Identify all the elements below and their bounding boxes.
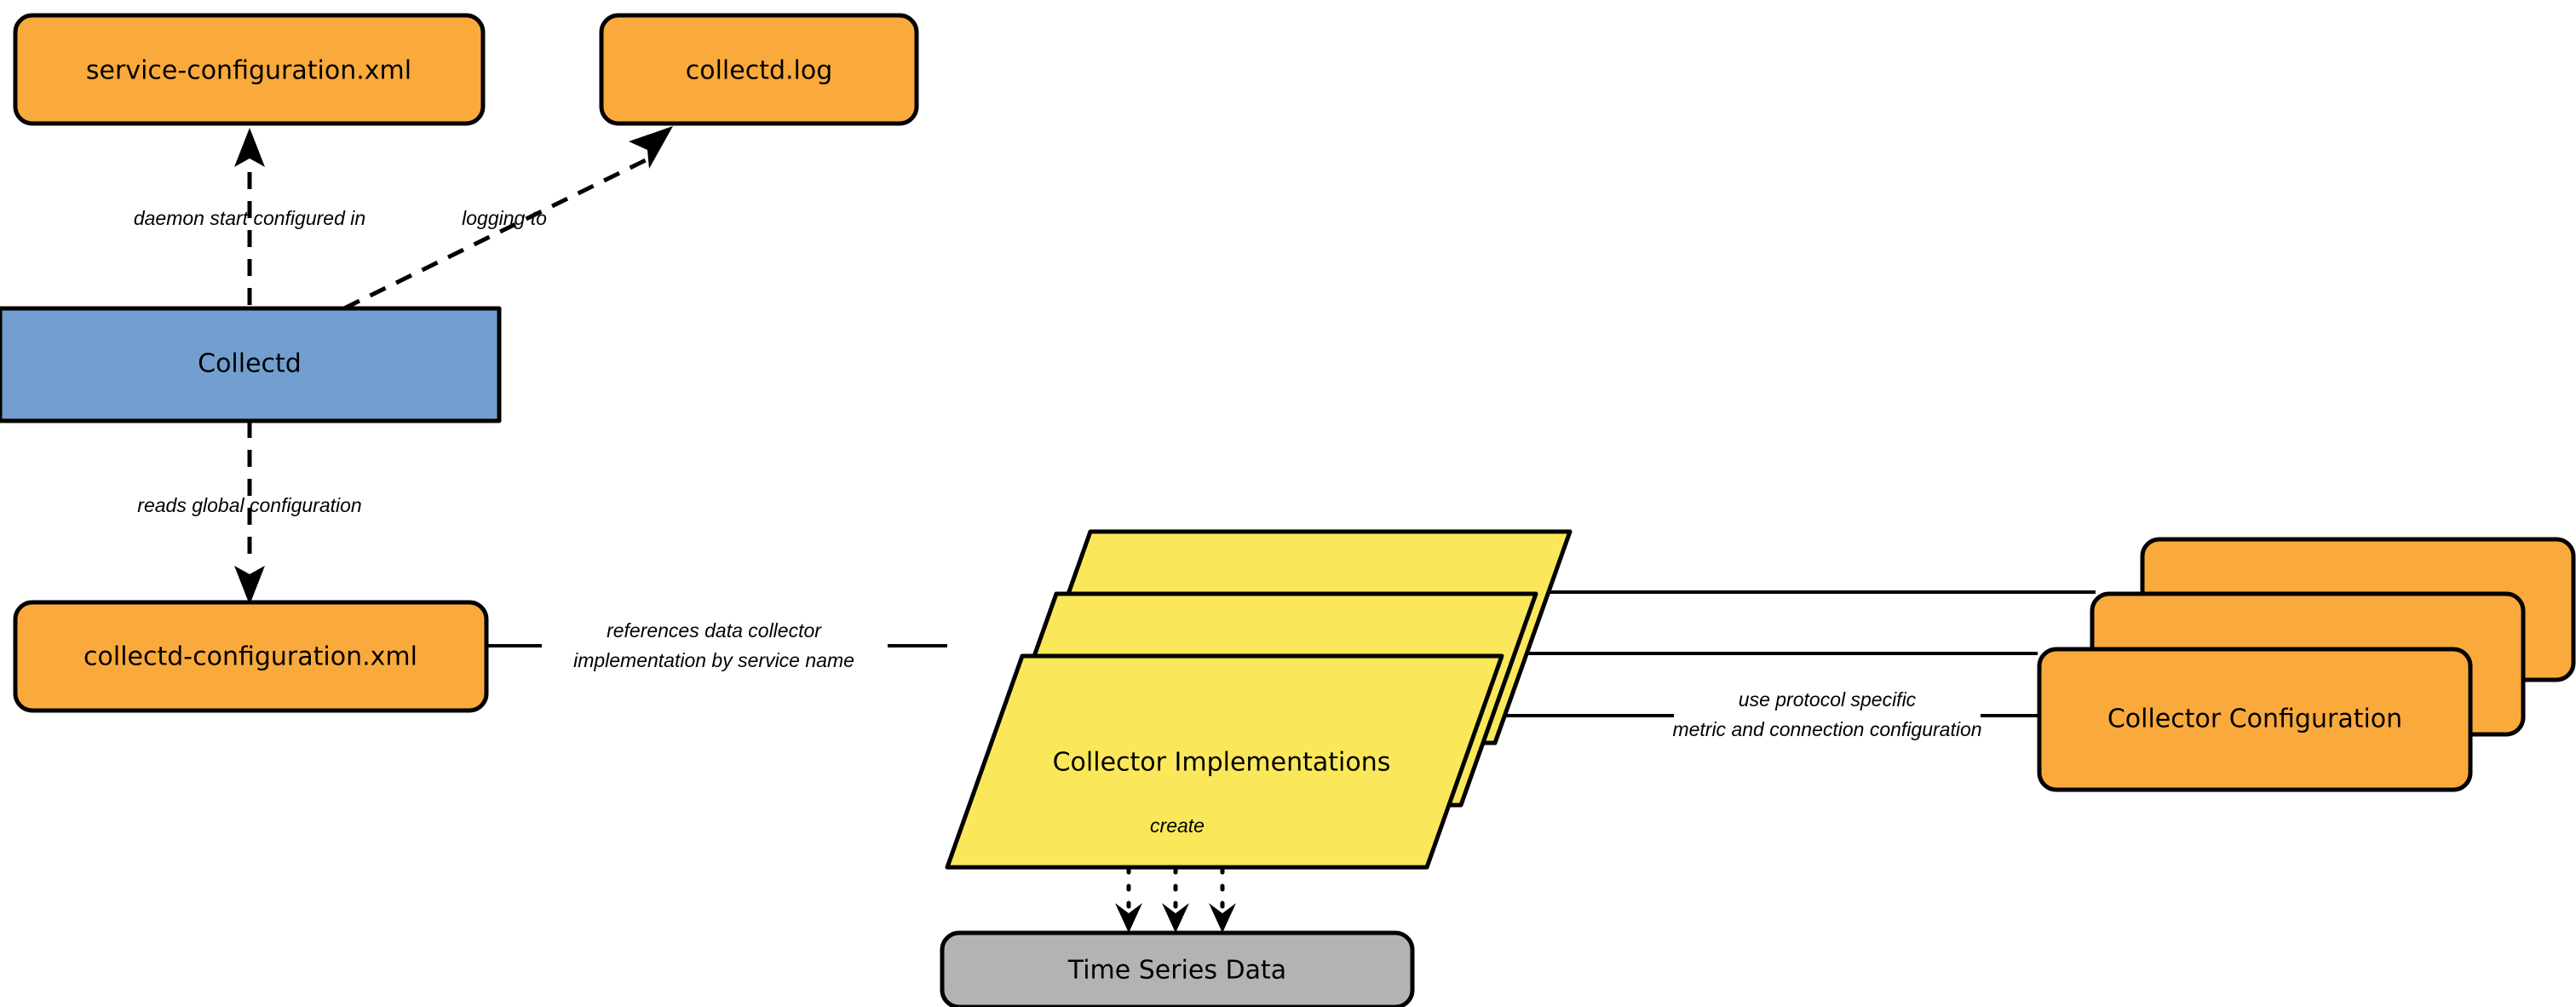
edge-label-protocol-line1: use protocol specific [1739, 688, 1917, 711]
node-shape [599, 13, 919, 126]
edge-create: create [1115, 814, 1236, 933]
node-time-series-data[interactable]: Time Series Data [940, 930, 1415, 1007]
arrowhead-icon-1 [1115, 903, 1142, 933]
node-shape [13, 600, 489, 713]
node-label-collectd-configuration-xml: collectd-configuration.xml [83, 642, 417, 672]
node-collectd-configuration-xml[interactable]: collectd-configuration.xml [13, 600, 489, 713]
node-collector-implementations[interactable]: Collector Implementations [945, 529, 1573, 870]
node-label-collectd-log: collectd.log [686, 56, 833, 86]
arrowhead-icon [629, 126, 673, 169]
edge-references-data-collector: references data collector implementation… [487, 619, 947, 671]
edge-daemon-start-configured-in: daemon start configured in [134, 128, 365, 305]
node-label-collectd: Collectd [198, 349, 302, 379]
edge-label-protocol-line2: metric and connection configuration [1672, 718, 1981, 740]
arrowhead-icon-3 [1209, 903, 1236, 933]
edge-logging-to: logging to [342, 126, 673, 311]
node-service-configuration-xml[interactable]: service-configuration.xml [13, 13, 486, 126]
edge-label-create: create [1150, 814, 1205, 837]
edge-use-protocol-specific: use protocol specific metric and connect… [1465, 590, 2096, 740]
node-label-collector-implementations: Collector Implementations [1053, 748, 1391, 778]
node-shape-front [2037, 647, 2473, 792]
node-shape [940, 930, 1415, 1007]
edge-reads-global-configuration: reads global configuration [137, 421, 362, 605]
node-collector-configuration[interactable]: Collector Configuration [2037, 537, 2576, 792]
edge-label-reads-global-configuration: reads global configuration [137, 494, 361, 516]
edge-label-references-line2: implementation by service name [573, 649, 854, 671]
node-label-time-series-data: Time Series Data [1067, 956, 1286, 986]
node-shape-front [945, 653, 1504, 870]
arrowhead-icon-2 [1162, 903, 1189, 933]
edge-label-references-line1: references data collector [607, 619, 822, 642]
node-collectd[interactable]: Collectd [0, 306, 502, 423]
arrowhead-icon [234, 128, 265, 167]
edge-line [342, 157, 649, 311]
edge-label-logging-to: logging to [462, 207, 547, 229]
node-shape [13, 13, 486, 126]
edge-label-daemon-start: daemon start configured in [134, 207, 365, 229]
node-shape [0, 306, 502, 423]
node-label-collector-configuration: Collector Configuration [2107, 705, 2402, 734]
node-collectd-log[interactable]: collectd.log [599, 13, 919, 126]
arrowhead-icon [234, 566, 265, 605]
node-label-service-configuration-xml: service-configuration.xml [86, 56, 411, 86]
